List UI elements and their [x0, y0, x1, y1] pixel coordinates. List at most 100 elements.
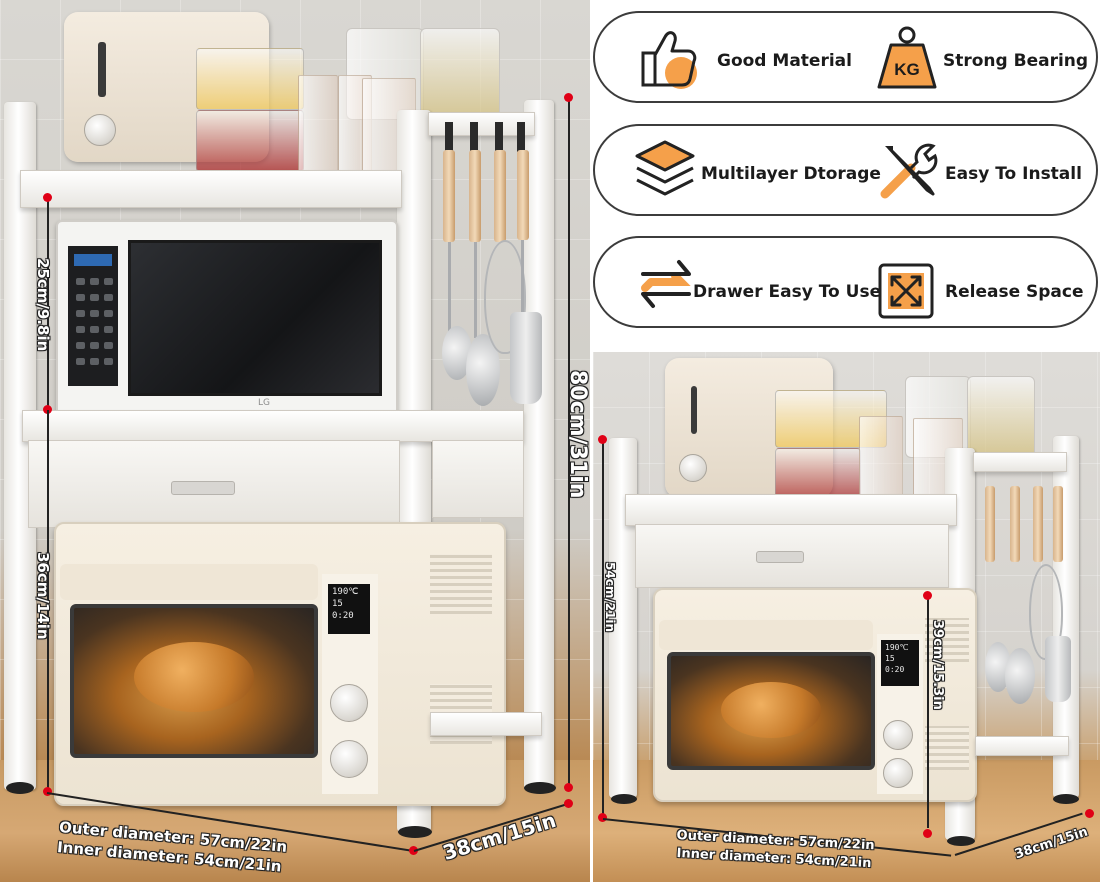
expand-space-icon: [878, 263, 934, 319]
oven-window: [70, 604, 318, 758]
dimension-marker: [598, 435, 607, 444]
oven-knob-temp: [330, 684, 368, 722]
feature-pill-row-2: Multilayer Dtorage Easy To Install: [593, 124, 1098, 216]
dimension-label-lower-gap: 36cm/14in: [34, 552, 52, 640]
bottom-crossbar: [975, 736, 1069, 756]
tools-icon: [880, 143, 938, 199]
rack-foot: [398, 826, 432, 838]
dimension-line-total-height: [602, 440, 604, 818]
roast-chicken: [721, 682, 821, 738]
toaster-lever: [691, 386, 697, 434]
feature-pill-row-1: Good Material KG Strong Bearing: [593, 11, 1098, 103]
utensil-handle: [494, 150, 506, 242]
dimension-marker: [564, 799, 573, 808]
food-container-berries: [196, 110, 304, 172]
roast-chicken: [134, 642, 254, 712]
food-container-berries: [775, 448, 861, 502]
food-container-corn: [196, 48, 304, 110]
rack-foot: [6, 782, 34, 794]
oven-vent: [430, 554, 492, 614]
thumbs-up-icon: [641, 31, 697, 89]
oven-door-handle: [60, 564, 318, 600]
toaster-lever: [98, 42, 106, 97]
top-shelf: [625, 494, 957, 526]
middle-shelf: [22, 410, 524, 442]
toaster-knob: [84, 114, 116, 146]
dimension-label-total-height: 80cm/31in: [565, 370, 590, 499]
drawer: [635, 524, 949, 588]
slotted-turner: [1045, 636, 1071, 702]
kg-weight-icon: KG: [877, 26, 937, 89]
utensil-handle: [985, 486, 995, 562]
oven-display: 190℃ 15 0:20: [881, 640, 919, 686]
dimension-marker: [564, 783, 573, 792]
feature-label-easy-to-install: Easy To Install: [945, 164, 1082, 184]
layers-icon: [635, 140, 695, 196]
utensil-handle: [1033, 486, 1043, 562]
oven-door-handle: [659, 620, 873, 650]
product-photo-two-tier: 190℃ 15 0:20 54cm/21in 39cm/15.3in Outer…: [593, 352, 1100, 882]
utensil-handle: [517, 150, 529, 240]
feature-label-good-material: Good Material: [717, 51, 852, 71]
oven-vent: [925, 726, 969, 770]
microwave-window: [128, 240, 382, 396]
drawer-arrows-icon: [641, 260, 691, 308]
toaster-oven: 190℃ 15 0:20: [54, 522, 506, 806]
utensil-handle: [1053, 486, 1063, 562]
storage-jar: [967, 376, 1035, 458]
whisk: [484, 240, 526, 354]
toaster-knob: [679, 454, 707, 482]
utensil-handle: [469, 150, 481, 242]
dimension-label-top-gap: 25cm/9.8in: [34, 258, 52, 352]
rack-post-back-right: [524, 100, 554, 790]
slotted-turner: [510, 312, 542, 404]
feature-pill-row-3: Drawer Easy To Use Release Space: [593, 236, 1098, 328]
oven-vent: [925, 618, 969, 662]
oven-control-panel: 190℃ 15 0:20: [322, 574, 378, 794]
top-shelf: [20, 170, 402, 208]
dimension-marker: [43, 193, 52, 202]
dimension-marker: [598, 813, 607, 822]
skimmer: [1005, 648, 1035, 704]
rack-foot: [947, 836, 975, 846]
oven-knob-timer: [330, 740, 368, 778]
dimension-marker: [1085, 809, 1094, 818]
oven-knob-temp: [883, 720, 913, 750]
microwave-brand: LG: [258, 398, 270, 408]
drawer-handle: [756, 551, 804, 563]
rack-foot: [524, 782, 556, 794]
drawer-side: [432, 440, 524, 518]
rack-foot: [1053, 794, 1079, 804]
utensil-handle: [1010, 486, 1020, 562]
feature-label-multilayer-storage: Multilayer Dtorage: [701, 164, 881, 184]
rack-foot: [611, 794, 637, 804]
bottom-crossbar: [430, 712, 542, 736]
feature-label-strong-bearing: Strong Bearing: [943, 51, 1089, 71]
dimension-marker: [43, 405, 52, 414]
dimension-line-total-height: [568, 98, 570, 788]
dimension-label-total-height: 54cm/21in: [603, 562, 617, 633]
dimension-marker: [923, 591, 932, 600]
dimension-line-top-gap: [47, 198, 49, 410]
utensil-handle: [443, 150, 455, 242]
cup: [298, 75, 338, 177]
dimension-marker: [923, 829, 932, 838]
dimension-line-lower-gap: [47, 410, 49, 792]
oven-display: 190℃ 15 0:20: [328, 584, 370, 634]
microwave-control-panel: [68, 246, 118, 386]
product-photo-main: LG 190℃ 15 0:20: [0, 0, 590, 882]
oven-window: [667, 652, 875, 770]
microwave: LG: [56, 220, 398, 424]
oven-knob-timer: [883, 758, 913, 788]
microwave-display: [74, 254, 112, 266]
hook-rail: [973, 452, 1067, 472]
oven-control-panel: 190℃ 15 0:20: [877, 634, 923, 794]
drawer-handle: [171, 481, 235, 495]
feature-label-drawer-easy-to-use: Drawer Easy To Use: [693, 282, 882, 302]
dimension-marker: [564, 93, 573, 102]
storage-jar: [420, 28, 500, 122]
dimension-marker: [409, 846, 418, 855]
dimension-line-lower-gap: [927, 596, 929, 828]
kg-icon-text: KG: [894, 60, 920, 79]
toaster-oven: 190℃ 15 0:20: [653, 588, 977, 802]
